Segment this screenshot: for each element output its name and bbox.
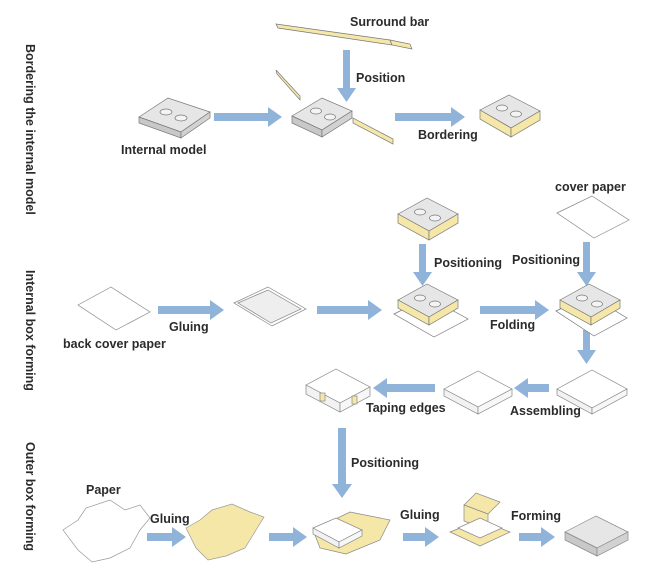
final-formed-box [564, 515, 629, 557]
back-cover-paper-sheet [77, 286, 151, 331]
label-positioning-2: Positioning [512, 253, 581, 267]
arrow-right-gluing-3 [403, 527, 439, 547]
arrow-right-to-assembly [269, 527, 307, 547]
label-forming: Forming [511, 509, 561, 523]
arrow-right-folding [480, 300, 549, 320]
section-title-bordering: Bordering the internal model [23, 44, 37, 215]
label-positioning-1: Positioning [434, 256, 503, 270]
arrow-left-assembling [514, 378, 549, 398]
label-surround-bar: Surround bar [350, 15, 430, 29]
model-before-positioning [397, 197, 459, 241]
label-positioning-3: Positioning [351, 456, 420, 470]
arrow-down-positioning-1 [413, 244, 432, 286]
arrow-right-model [214, 107, 282, 127]
arrows [147, 50, 596, 547]
box-on-outer-paper [312, 511, 391, 555]
arrow-down-positioning-3 [332, 428, 352, 498]
label-gluing-3: Gluing [400, 508, 440, 522]
arrow-down-position [337, 50, 356, 102]
arrow-right-gluing-1 [158, 300, 224, 320]
label-bordering: Bordering [418, 128, 478, 142]
surround-bar-strip [275, 23, 413, 50]
folded-model [555, 283, 628, 337]
model-on-paper [393, 283, 469, 338]
opened-outer-box [449, 492, 511, 547]
section-title-internal-box: Internal box forming [23, 270, 37, 391]
label-folding: Folding [490, 318, 536, 332]
assembled-box-middle [443, 370, 513, 415]
arrow-down-positioning-2 [577, 242, 596, 286]
outer-paper-sheet [62, 499, 151, 563]
arrow-right-gluing-2 [147, 527, 186, 547]
cover-paper-sheet [556, 195, 630, 239]
label-gluing-2: Gluing [150, 512, 190, 526]
label-back-cover-paper: back cover paper [63, 337, 166, 351]
label-taping-edges: Taping edges [366, 401, 446, 415]
label-assembling: Assembling [510, 404, 581, 418]
taped-box [305, 368, 371, 413]
section-title-outer-box: Outer box forming [23, 442, 37, 552]
label-gluing-1: Gluing [169, 320, 209, 334]
bordered-model [479, 94, 541, 138]
positioned-model [275, 69, 394, 145]
arrow-down-assembling [577, 330, 596, 364]
assembled-box-right [556, 369, 628, 415]
glued-paper-sheet [233, 286, 307, 327]
label-position: Position [356, 71, 406, 85]
label-internal-model: Internal model [121, 143, 207, 157]
arrow-right-to-box [317, 300, 382, 320]
label-paper: Paper [86, 483, 121, 497]
glued-yellow-sheet [185, 503, 265, 561]
arrow-right-bordering [395, 107, 465, 127]
arrow-right-forming [519, 527, 555, 547]
label-cover-paper: cover paper [555, 180, 626, 194]
internal-model-tray [138, 97, 211, 139]
arrow-left-taping [373, 378, 435, 398]
